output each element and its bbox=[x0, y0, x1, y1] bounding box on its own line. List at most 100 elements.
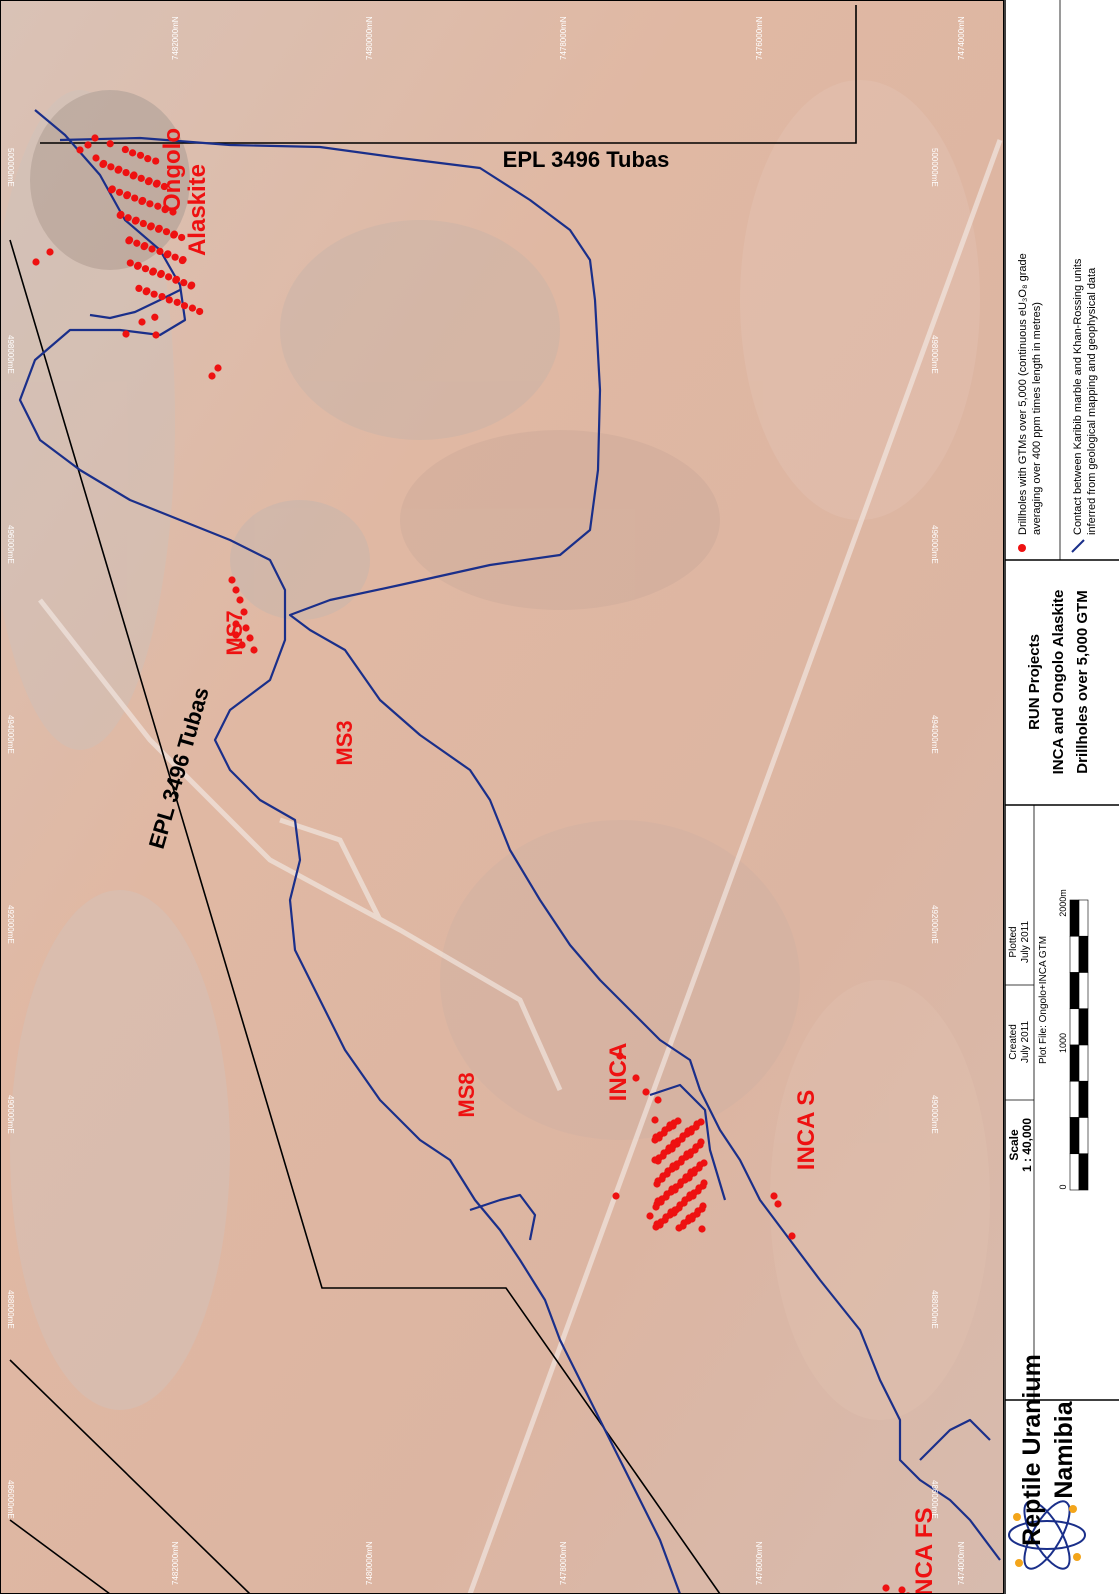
drillhole-ongolo bbox=[138, 318, 146, 326]
drillhole-ongolo bbox=[214, 364, 222, 372]
svg-text:496000mE: 496000mE bbox=[6, 525, 15, 564]
legend-contact-line bbox=[1071, 539, 1085, 553]
drillhole-inca bbox=[659, 1172, 667, 1180]
svg-text:7482000mN: 7482000mN bbox=[171, 16, 180, 60]
drillhole-ongolo bbox=[131, 194, 139, 202]
label-ms8: MS8 bbox=[454, 1072, 479, 1117]
terrain-background bbox=[0, 0, 1004, 1594]
drillhole-inca-fs bbox=[898, 1586, 906, 1594]
svg-text:500000mE: 500000mE bbox=[930, 148, 939, 187]
scale-bar-segment bbox=[1069, 899, 1080, 937]
svg-text:1 : 40,000: 1 : 40,000 bbox=[1020, 1118, 1034, 1172]
drillhole-inca bbox=[676, 1201, 684, 1209]
drillhole-ongolo bbox=[178, 233, 186, 242]
label-ms3: MS3 bbox=[332, 720, 357, 765]
svg-text:July 2011: July 2011 bbox=[1020, 1021, 1031, 1064]
drillhole-ongolo bbox=[76, 146, 84, 154]
svg-text:Drillholes over 5,000 GTM: Drillholes over 5,000 GTM bbox=[1074, 590, 1091, 773]
drillhole-ongolo bbox=[108, 185, 116, 193]
drillhole-inca bbox=[665, 1144, 673, 1152]
label-ongolo-1: Ongolo bbox=[159, 128, 186, 212]
drillhole-ongolo bbox=[91, 134, 99, 142]
drillhole-ongolo bbox=[152, 157, 160, 165]
drillhole-ongolo bbox=[92, 154, 100, 162]
drillhole-ongolo bbox=[145, 177, 153, 185]
drillhole-inca bbox=[664, 1167, 672, 1175]
drillhole-ongolo bbox=[156, 247, 164, 256]
drillhole-inca bbox=[677, 1178, 685, 1186]
drillhole-inca bbox=[682, 1173, 690, 1181]
map-area[interactable]: 7482000mN 7480000mN 7478000mN 7476000mN … bbox=[0, 0, 1004, 1594]
drillhole-ongolo bbox=[136, 151, 145, 159]
svg-text:7474000mN: 7474000mN bbox=[957, 1541, 966, 1585]
drillhole-inca-s bbox=[774, 1200, 782, 1208]
drillhole-ongolo bbox=[180, 302, 189, 310]
scale-bar-segment bbox=[1078, 1080, 1089, 1118]
svg-text:486000mE: 486000mE bbox=[930, 1480, 939, 1519]
drillhole-ongolo bbox=[128, 149, 137, 157]
drillhole-ongolo bbox=[173, 298, 181, 306]
title-block: Drillholes with GTMs over 5,000 (continu… bbox=[1004, 0, 1119, 1594]
scale-block: Created July 2011 Plotted July 2011 Scal… bbox=[1005, 805, 1089, 1400]
company-name-line1: Reptile Uranium bbox=[1018, 1354, 1046, 1546]
svg-text:0: 0 bbox=[1058, 1184, 1068, 1189]
drillhole-inca bbox=[684, 1127, 692, 1135]
drillhole-ongolo bbox=[188, 304, 197, 312]
svg-text:RUN Projects: RUN Projects bbox=[1026, 634, 1043, 730]
drillhole-inca bbox=[696, 1161, 704, 1169]
drillhole-inca bbox=[685, 1214, 693, 1222]
drillhole-ms7 bbox=[246, 634, 254, 642]
contact-lines bbox=[18, 109, 1001, 1594]
label-epl-right: EPL 3496 Tubas bbox=[503, 147, 670, 172]
svg-text:7478000mN: 7478000mN bbox=[559, 16, 568, 60]
scale-bar-segment bbox=[1069, 1117, 1080, 1155]
drillhole-inca bbox=[646, 1212, 654, 1220]
drillhole-ongolo bbox=[125, 236, 134, 244]
svg-text:492000mE: 492000mE bbox=[6, 905, 15, 944]
svg-text:INCA and Ongolo Alaskite: INCA and Ongolo Alaskite bbox=[1050, 590, 1067, 775]
drillhole-inca bbox=[616, 1052, 624, 1060]
drillhole-ongolo bbox=[160, 182, 168, 191]
scale-bar-segment bbox=[1069, 972, 1080, 1010]
drillhole-ongolo bbox=[146, 200, 154, 208]
drillhole-ongolo bbox=[180, 279, 188, 287]
logo bbox=[1008, 1500, 1086, 1570]
drillhole-ongolo bbox=[134, 261, 142, 269]
epl-boundary bbox=[9, 5, 857, 1594]
drillhole-ongolo bbox=[162, 205, 170, 213]
drillhole-ongolo bbox=[144, 155, 152, 163]
drillhole-ongolo bbox=[117, 210, 125, 219]
drillhole-ongolo bbox=[149, 267, 158, 275]
svg-text:7474000mN: 7474000mN bbox=[957, 16, 966, 60]
drillhole-ongolo bbox=[100, 159, 108, 168]
drillhole-ongolo bbox=[188, 281, 196, 289]
svg-text:Scale: Scale bbox=[1007, 1129, 1021, 1161]
grid-top: 7482000mN 7480000mN 7478000mN 7476000mN … bbox=[171, 16, 966, 60]
scale-bar-segment bbox=[1078, 1153, 1089, 1191]
drillhole-inca bbox=[694, 1207, 702, 1215]
drillhole-ongolo bbox=[196, 307, 204, 316]
drillhole-inca-s bbox=[788, 1232, 796, 1240]
scale-bar-segment bbox=[1069, 935, 1080, 973]
drillhole-inca bbox=[699, 1202, 707, 1210]
drillhole-ongolo bbox=[121, 145, 129, 154]
map-title: RUN Projects INCA and Ongolo Alaskite Dr… bbox=[1026, 590, 1091, 775]
drillhole-inca bbox=[654, 1197, 662, 1205]
scale-bar-segment bbox=[1078, 935, 1089, 973]
svg-text:498000mE: 498000mE bbox=[930, 335, 939, 374]
drillhole-ongolo bbox=[165, 296, 173, 304]
drillhole-ongolo bbox=[153, 179, 161, 187]
drillholes[interactable] bbox=[32, 134, 911, 1594]
drillhole-ms7 bbox=[238, 641, 246, 649]
scale-bar-segment bbox=[1078, 1044, 1089, 1082]
drillhole-ongolo bbox=[126, 259, 134, 267]
drillhole-inca bbox=[700, 1179, 708, 1187]
drillhole-inca bbox=[660, 1149, 668, 1157]
legend: Drillholes with GTMs over 5,000 (continu… bbox=[1017, 253, 1098, 553]
drillhole-ongolo bbox=[135, 284, 143, 293]
scale-bar-segment bbox=[1069, 1008, 1080, 1046]
drillhole-ms7 bbox=[242, 624, 250, 632]
grid-easting-right: 500000mE 498000mE 496000mE 494000mE 4920… bbox=[930, 148, 939, 1519]
